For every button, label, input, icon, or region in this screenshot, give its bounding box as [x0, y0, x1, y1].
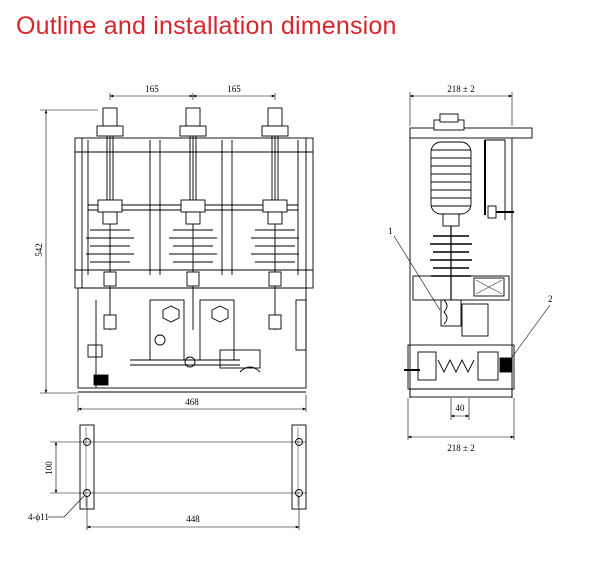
front-view [74, 107, 314, 393]
operating-mechanism [77, 287, 307, 389]
hole-callout: 4-ϕ11 [28, 512, 49, 522]
dim-label-542: 542 [34, 243, 44, 257]
callout-2-leader [509, 304, 551, 361]
vacuum-interrupter [430, 141, 472, 215]
side-dimensions [393, 92, 551, 440]
callout-1-leader [393, 235, 441, 311]
side-top-plate [409, 127, 533, 139]
side-view [404, 113, 533, 398]
dim-label-218-top: 218 ± 2 [447, 84, 474, 94]
page-title: Outline and installation dimension [16, 12, 397, 40]
dim-label-165-a: 165 [145, 84, 159, 94]
pole-2 [169, 107, 217, 330]
base-view [50, 424, 307, 510]
dim-label-448: 448 [186, 514, 200, 524]
pole-1 [86, 107, 134, 330]
front-dimensions [40, 93, 307, 412]
dim-label-468: 468 [185, 397, 199, 407]
pole-3 [251, 107, 299, 330]
callout-1-label: 1 [388, 226, 393, 236]
dim-label-218-bottom: 218 ± 2 [447, 443, 474, 453]
callout-2-label: 2 [548, 294, 553, 304]
base-dimensions [48, 441, 300, 530]
side-insulator [430, 235, 472, 277]
dim-label-40: 40 [456, 403, 466, 413]
dim-label-165-b: 165 [227, 84, 241, 94]
dim-label-100: 100 [44, 461, 54, 475]
